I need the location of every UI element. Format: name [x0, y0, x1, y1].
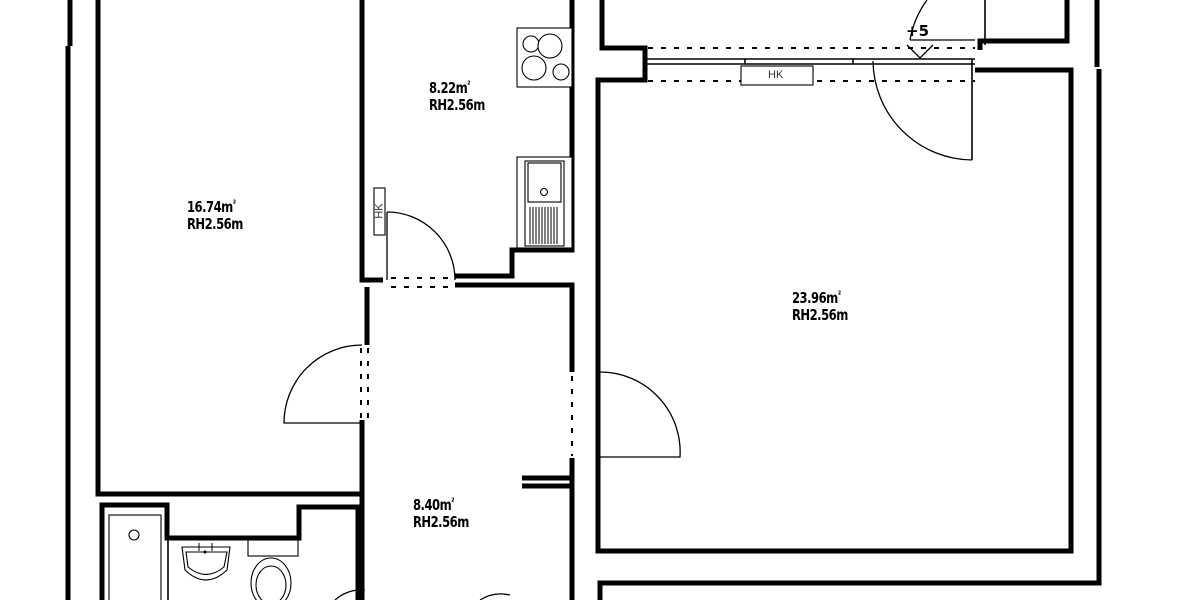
radiator-label-living-room: HK: [768, 69, 784, 81]
area-unit: ²: [232, 199, 236, 210]
toilet-icon: [247, 539, 299, 600]
kitchen-height: RH2.56m: [429, 96, 485, 114]
outer-walls: [65, 0, 1102, 600]
area-unit: ²: [467, 80, 471, 91]
living-room-area: 23.96m: [792, 289, 838, 307]
bedroom-area: 16.74m: [187, 198, 233, 216]
room-label-hallway: 8.40m² RH2.56m: [413, 494, 469, 531]
bathtub-icon: [108, 514, 169, 600]
room-label-bedroom: 16.74m² RH2.56m: [187, 196, 243, 233]
kitchen-area: 8.22m: [429, 79, 468, 97]
window-living-room: [645, 0, 986, 160]
stove-icon: [516, 27, 573, 88]
hallway-area: 8.40m: [413, 496, 452, 514]
area-unit: ²: [451, 497, 455, 508]
door-swings: [283, 0, 975, 600]
area-unit: ²: [837, 290, 841, 301]
room-label-kitchen: 8.22m² RH2.56m: [429, 77, 485, 114]
room-label-living-room: 23.96m² RH2.56m: [792, 287, 848, 324]
radiator-kitchen: [373, 187, 386, 236]
sink-icon: [516, 156, 573, 249]
level-marker: +5: [906, 22, 930, 40]
radiator-label-kitchen: HK: [373, 203, 386, 219]
bedroom-height: RH2.56m: [187, 215, 243, 233]
washbasin-icon: [181, 543, 231, 581]
hallway-height: RH2.56m: [413, 513, 469, 531]
living-room-height: RH2.56m: [792, 306, 848, 324]
